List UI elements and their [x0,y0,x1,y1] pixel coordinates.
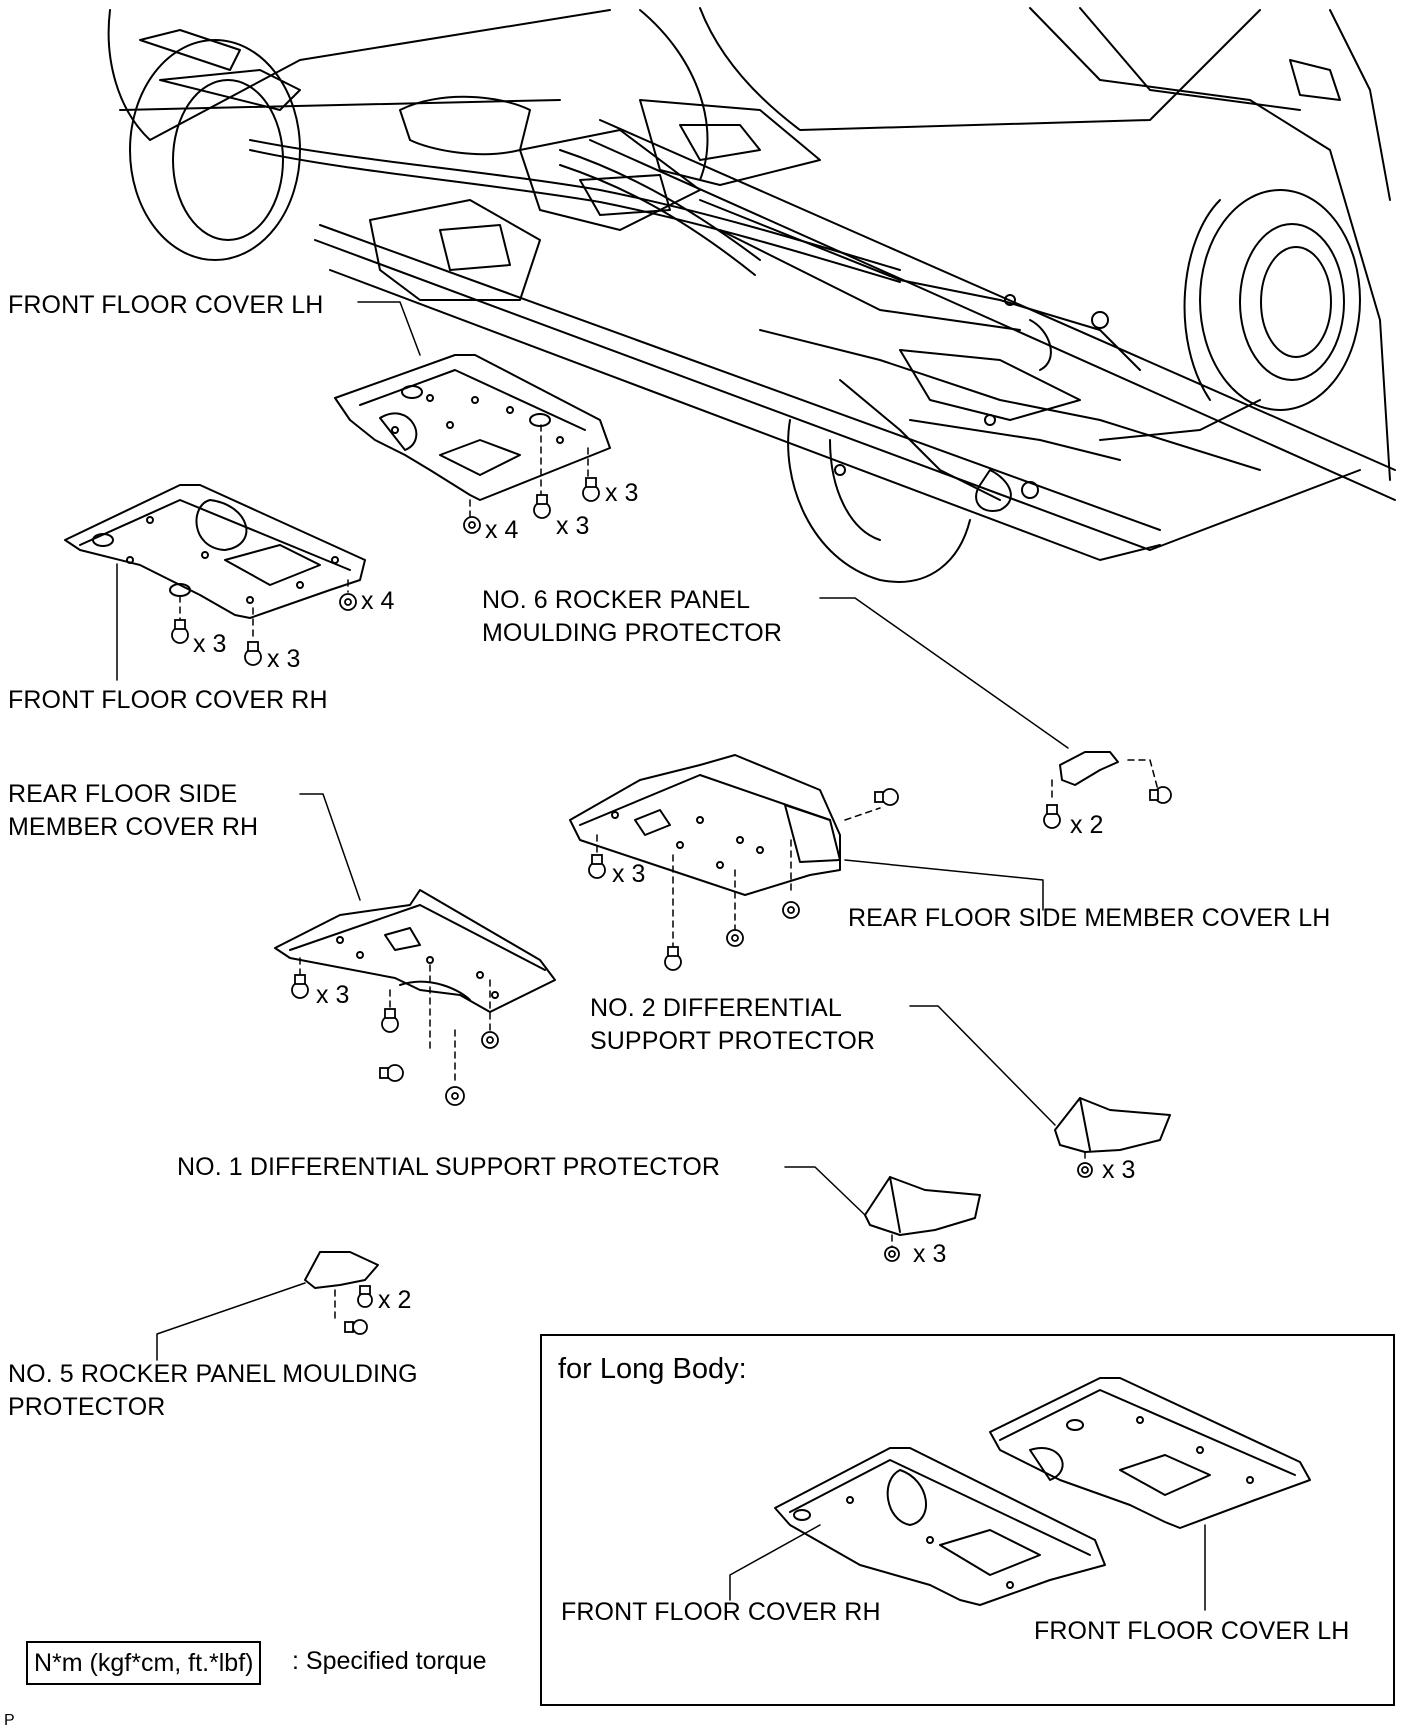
nut-icon [463,516,481,534]
label-rear-side-member-lh: REAR FLOOR SIDE MEMBER COVER LH [848,904,1331,932]
nut-icon [339,593,357,611]
bolt-icon [533,494,551,519]
front-floor-cover-rh-part [64,484,366,681]
bolt-icon [874,788,899,806]
qty-no6-rocker: x 2 [1070,811,1104,839]
nut-icon [481,1031,499,1049]
qty-front-lh-b: x 3 [556,512,590,540]
label-no1-diff: NO. 1 DIFFERENTIAL SUPPORT PROTECTOR [177,1153,721,1181]
torque-units-box: N*m (kgf*cm, ft.*lbf) [26,1641,262,1685]
bolt-icon [588,854,606,879]
qty-front-lh-c: x 4 [485,516,519,544]
figure-code: P [4,1712,15,1729]
label-rear-side-member-rh-line2: MEMBER COVER RH [8,813,259,841]
bolt-icon [1149,786,1172,804]
qty-rear-side-rh: x 3 [316,981,350,1009]
label-front-floor-cover-rh: FRONT FLOOR COVER RH [8,686,328,714]
bolt-icon [582,477,600,502]
qty-front-lh-a: x 3 [605,479,639,507]
inset-label-front-floor-cover-rh: FRONT FLOOR COVER RH [561,1598,881,1626]
nut-icon [884,1246,900,1262]
front-floor-cover-lh-part [334,301,611,521]
qty-no1-diff: x 3 [913,1240,947,1268]
bolt-icon [291,974,309,999]
bolt-icon [357,1285,373,1308]
vehicle-underbody [107,7,1396,583]
bolt-icon [381,1008,399,1033]
label-no5-rocker-line1: NO. 5 ROCKER PANEL MOULDING [8,1360,418,1388]
qty-rear-side-lh: x 3 [612,860,646,888]
label-front-floor-cover-lh: FRONT FLOOR COVER LH [8,291,324,319]
qty-no5-rocker: x 2 [378,1286,412,1314]
inset-label-front-floor-cover-lh: FRONT FLOOR COVER LH [1034,1617,1350,1645]
label-no6-rocker-line2: MOULDING PROTECTOR [482,619,782,647]
qty-no2-diff: x 3 [1102,1156,1136,1184]
qty-front-rh-a: x 4 [361,587,395,615]
label-no6-rocker-line1: NO. 6 ROCKER PANEL [482,586,751,614]
nut-icon [726,929,744,947]
nut-icon [445,1086,465,1106]
no6-rocker-protector-part [819,597,1159,801]
rear-side-member-cover-lh-part [569,754,1044,956]
nut-icon [1077,1162,1093,1178]
bolt-icon [171,619,189,644]
rear-side-member-cover-rh-part [274,793,556,1086]
no1-differential-protector-part [784,1166,981,1249]
long-body-inset-box [540,1334,1395,1706]
no2-differential-protector-part [909,1005,1171,1166]
qty-front-rh-b: x 3 [193,630,227,658]
inset-title: for Long Body: [558,1353,747,1385]
label-rear-side-member-rh-line1: REAR FLOOR SIDE [8,780,238,808]
bolt-icon [664,946,682,971]
qty-front-rh-c: x 3 [267,645,301,673]
nut-icon [782,901,800,919]
bolt-icon [379,1064,404,1082]
long-body-inset-parts [729,1377,1311,1611]
bolt-icon [244,641,262,666]
label-no2-diff-line1: NO. 2 DIFFERENTIAL [590,994,842,1022]
bolt-icon [344,1319,368,1335]
bolt-icon [1043,804,1061,829]
label-no2-diff-line2: SUPPORT PROTECTOR [590,1027,876,1055]
label-no5-rocker-line2: PROTECTOR [8,1393,166,1421]
torque-legend-text: : Specified torque [292,1647,487,1675]
